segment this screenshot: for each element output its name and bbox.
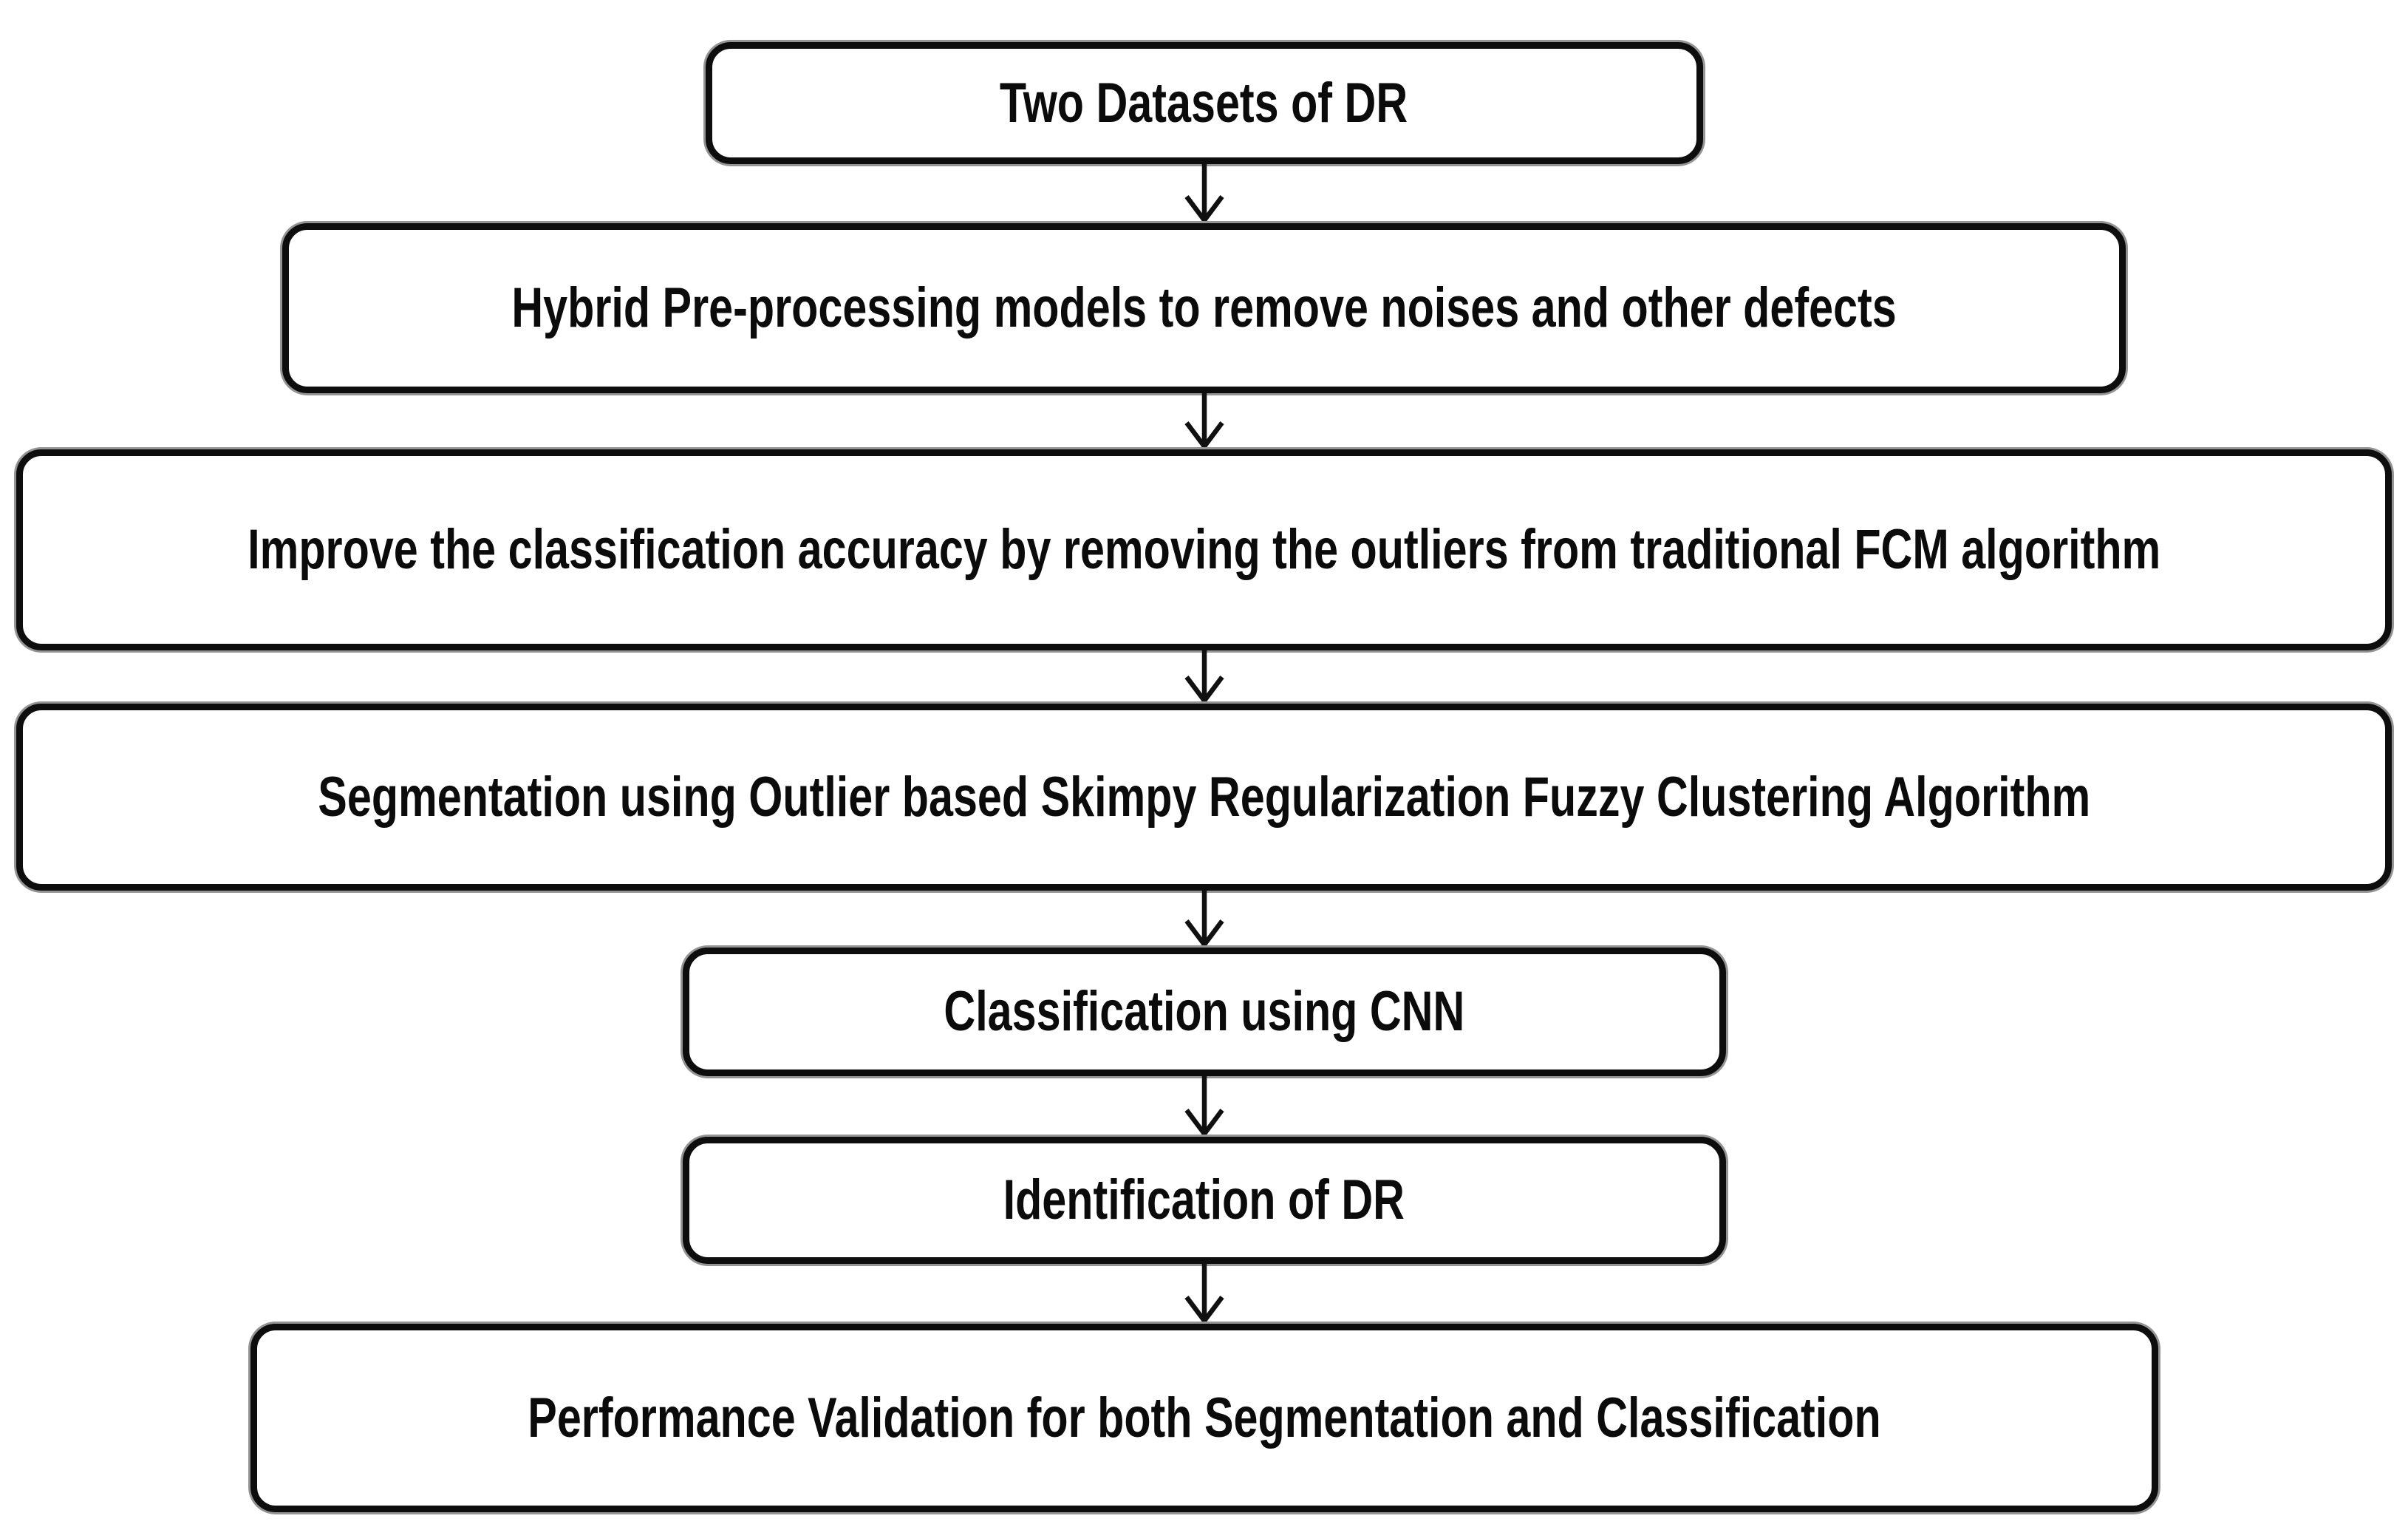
flow-node-preprocessing: Hybrid Pre-processing models to remove n…	[282, 223, 2126, 393]
flow-node-classification: Classification using CNN	[682, 948, 1726, 1076]
flow-node-segmentation: Segmentation using Outlier based Skimpy …	[16, 704, 2392, 891]
down-arrow-icon	[1184, 164, 1224, 223]
down-arrow-icon	[1184, 650, 1224, 704]
flow-node-classification-label: Classification using CNN	[944, 980, 1464, 1043]
down-arrow-icon	[1184, 1264, 1224, 1324]
flow-node-fcm-improvement-label: Improve the classification accuracy by r…	[247, 518, 2161, 581]
flow-node-preprocessing-label: Hybrid Pre-processing models to remove n…	[511, 276, 1897, 339]
flow-node-identification: Identification of DR	[682, 1137, 1726, 1264]
flow-node-datasets-label: Two Datasets of DR	[1000, 71, 1408, 135]
flow-node-segmentation-label: Segmentation using Outlier based Skimpy …	[318, 765, 2090, 829]
flow-node-identification-label: Identification of DR	[1003, 1169, 1405, 1231]
flow-node-datasets: Two Datasets of DR	[705, 42, 1703, 164]
down-arrow-icon	[1184, 1076, 1224, 1137]
down-arrow-icon	[1184, 393, 1224, 449]
flow-node-fcm-improvement: Improve the classification accuracy by r…	[16, 449, 2392, 650]
down-arrow-icon	[1184, 891, 1224, 948]
flow-node-validation: Performance Validation for both Segmenta…	[250, 1324, 2158, 1512]
flow-node-validation-label: Performance Validation for both Segmenta…	[527, 1386, 1881, 1449]
